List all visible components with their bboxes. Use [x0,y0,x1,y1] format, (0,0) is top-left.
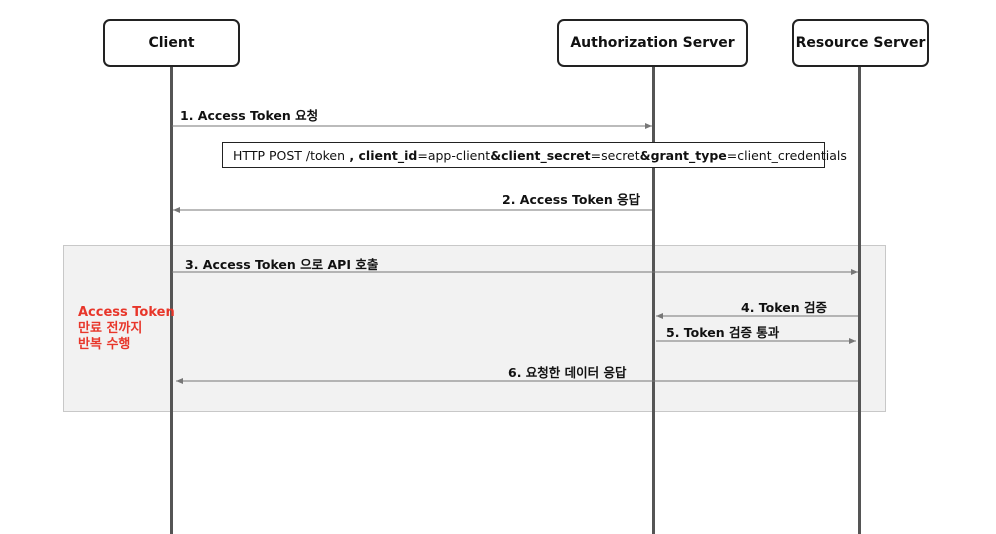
note-key-grant-type: grant_type [650,147,727,163]
note-separator: , [345,147,359,163]
note-value-client-id: =app-client [417,147,491,163]
message-1-label: 1. Access Token 요청 [180,108,319,123]
message-5-label: 5. Token 검증 통과 [666,325,780,340]
token-request-note: HTTP POST /token , client_id=app-client&… [222,142,847,168]
client-label: Client [148,35,195,51]
client-lifeline [170,67,173,534]
note-amp-2: & [639,147,651,163]
auth-server-label: Authorization Server [570,35,735,51]
message-3-label: 3. Access Token 으로 API 호출 [185,257,379,272]
message-2-label: 2. Access Token 응답 [502,192,641,207]
message-4-label: 4. Token 검증 [741,300,827,315]
client-box: Client [103,19,240,67]
note-method: HTTP POST /token [233,147,346,163]
note-amp-1: & [490,147,502,163]
note-value-grant-type: =client_credentials [726,147,847,163]
resource-server-label: Resource Server [795,35,926,51]
auth-server-lifeline [652,67,655,534]
loop-condition-label: Access Token 만료 전까지 반복 수행 [78,305,175,353]
loop-region [63,245,886,412]
loop-label-line-1: Access Token [78,305,175,320]
note-value-client-secret: =secret [590,147,640,163]
resource-server-lifeline [858,67,861,534]
auth-server-box: Authorization Server [557,19,748,67]
message-6-label: 6. 요청한 데이터 응답 [508,365,627,380]
note-key-client-secret: client_secret [501,147,591,163]
loop-label-line-2: 만료 전까지 [78,321,143,336]
resource-server-box: Resource Server [792,19,929,67]
loop-label-line-3: 반복 수행 [78,337,131,352]
note-key-client-id: client_id [358,147,418,163]
